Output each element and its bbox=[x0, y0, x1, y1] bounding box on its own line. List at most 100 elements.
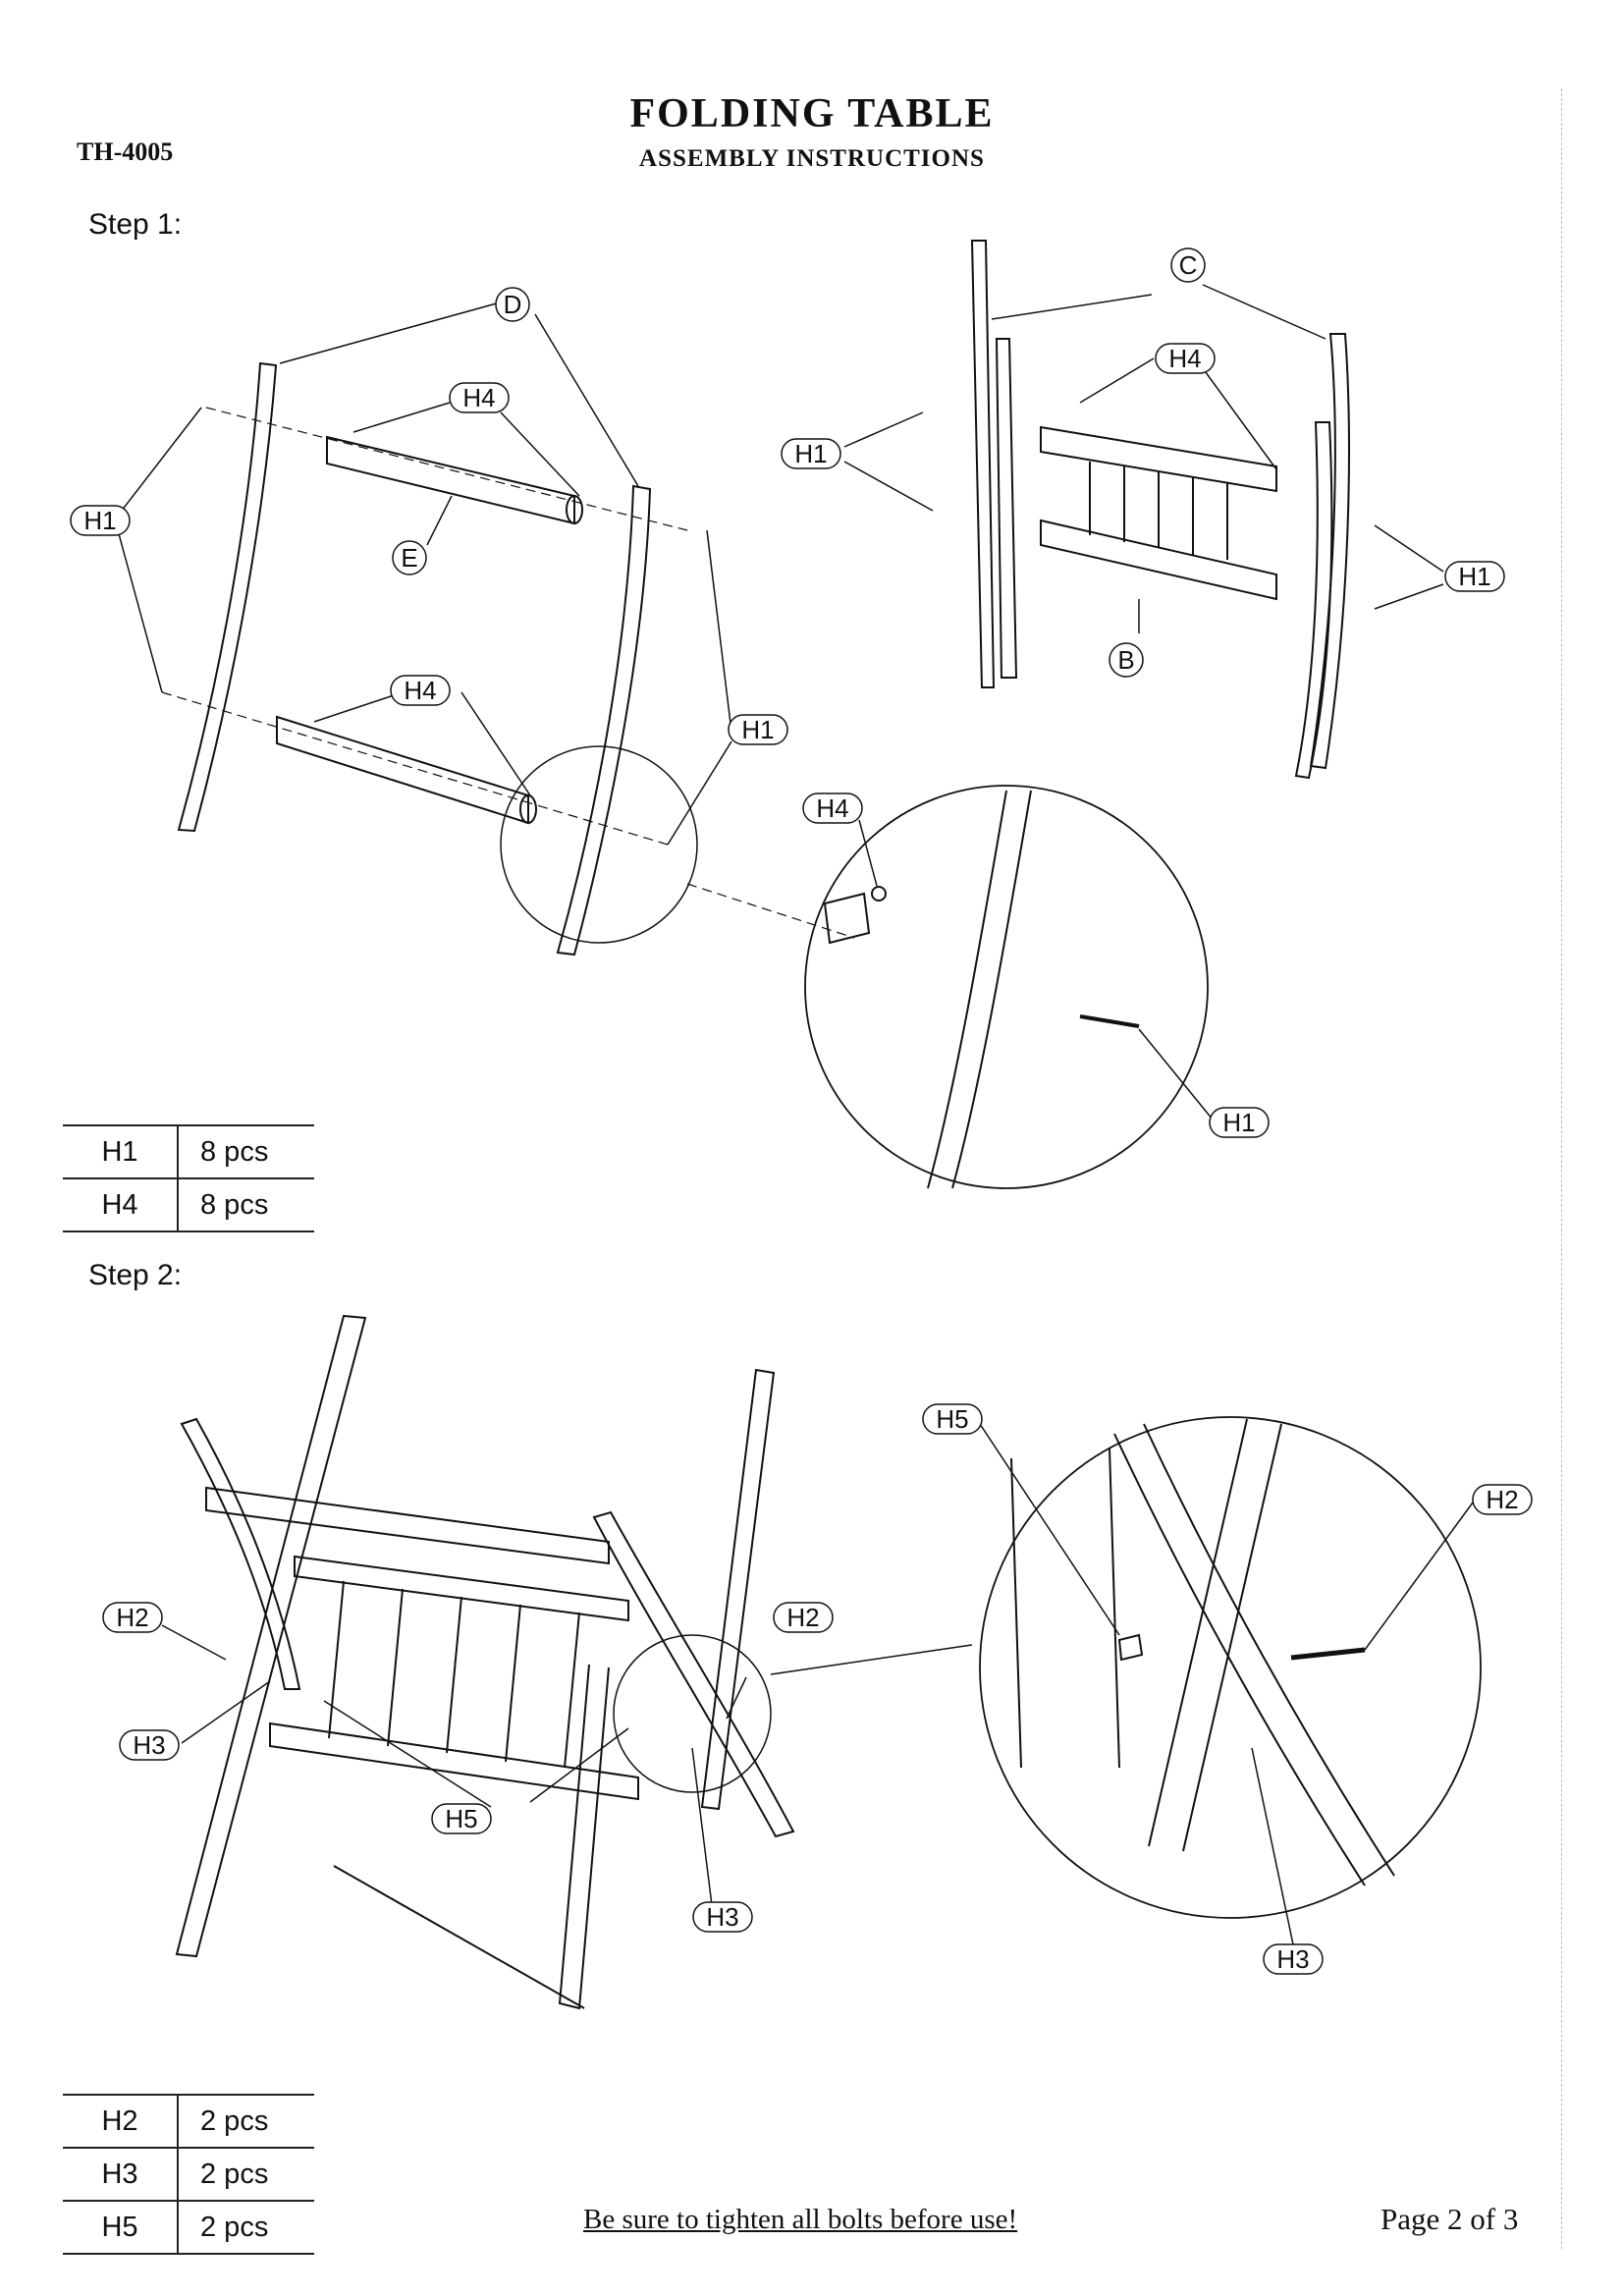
callout-h3: H3 bbox=[1263, 1943, 1324, 1975]
svg-text:H3: H3 bbox=[706, 1902, 738, 1932]
detail-h5 bbox=[1117, 1633, 1144, 1662]
leader-h4-right bbox=[1079, 357, 1277, 470]
callout-d: D bbox=[495, 287, 530, 322]
callout-b: B bbox=[1109, 642, 1144, 678]
rail-e bbox=[326, 435, 575, 525]
leader-h1-right bbox=[843, 411, 934, 512]
assembly-line bbox=[686, 883, 855, 939]
leg-c-4 bbox=[1294, 421, 1333, 780]
detail-inner-leg bbox=[1010, 1448, 1120, 1769]
callout-h1: H1 bbox=[70, 505, 131, 536]
leader-h2 bbox=[726, 1676, 747, 1720]
part-id: H1 bbox=[63, 1125, 179, 1178]
leg-d-right bbox=[556, 484, 652, 957]
leader-h3 bbox=[181, 1680, 271, 1744]
part-id: H2 bbox=[63, 2095, 179, 2148]
leg-back-right bbox=[700, 1368, 776, 1811]
svg-text:H3: H3 bbox=[133, 1730, 165, 1760]
svg-text:H4: H4 bbox=[404, 676, 436, 705]
rail-lower bbox=[276, 715, 529, 825]
callout-h4: H4 bbox=[802, 793, 863, 824]
rail-mid bbox=[294, 1555, 629, 1622]
svg-text:H1: H1 bbox=[1458, 562, 1490, 591]
part-id: H5 bbox=[63, 2201, 179, 2254]
leg-c-2 bbox=[995, 338, 1018, 679]
part-qty: 8 pcs bbox=[200, 1188, 269, 1221]
step2-diagram: H2 H3 H5 H2 H3 H5 H2 H3 bbox=[102, 1314, 1533, 2010]
detail-nut bbox=[871, 886, 887, 902]
detail-connector bbox=[770, 1644, 973, 1675]
rail-low bbox=[269, 1722, 639, 1801]
rail-e-end bbox=[566, 495, 583, 524]
callout-h5: H5 bbox=[431, 1803, 492, 1834]
leg-back-left bbox=[175, 1314, 367, 1958]
svg-text:C: C bbox=[1179, 250, 1198, 280]
callout-h1: H1 bbox=[1444, 561, 1505, 592]
svg-text:H1: H1 bbox=[794, 439, 827, 468]
svg-text:H2: H2 bbox=[786, 1603, 819, 1632]
svg-text:B: B bbox=[1117, 645, 1134, 675]
leader-e bbox=[426, 495, 453, 546]
callout-h4: H4 bbox=[449, 382, 510, 413]
assembly-line bbox=[161, 691, 669, 846]
slats bbox=[1089, 462, 1228, 560]
callout-h4: H4 bbox=[390, 675, 451, 706]
step2-parts-table: H2 2 pcs H3 2 pcs H5 2 pcs bbox=[63, 2094, 314, 2255]
rail-top-b bbox=[1040, 425, 1277, 493]
detail-rail-end bbox=[823, 892, 871, 945]
part-id: H3 bbox=[63, 2148, 179, 2201]
callout-h2: H2 bbox=[102, 1602, 163, 1633]
leader-h1 bbox=[667, 529, 732, 846]
leader-h5-detail bbox=[979, 1423, 1120, 1636]
detail-bolt bbox=[1079, 1014, 1140, 1028]
leader-h5 bbox=[323, 1700, 629, 1808]
detail-magnified-circle bbox=[979, 1416, 1482, 1919]
svg-text:H3: H3 bbox=[1276, 1944, 1309, 1974]
callout-e: E bbox=[392, 540, 427, 575]
svg-text:H2: H2 bbox=[116, 1603, 148, 1632]
page-title: FOLDING TABLE bbox=[629, 91, 995, 137]
leg-front-right bbox=[592, 1510, 795, 1838]
table-row: H5 2 pcs bbox=[63, 2201, 314, 2254]
step1-label: Step 1: bbox=[88, 208, 183, 241]
slats bbox=[328, 1580, 580, 1769]
leg-c-3 bbox=[1309, 333, 1350, 770]
leader-h2-detail bbox=[1364, 1502, 1474, 1651]
step2-label: Step 2: bbox=[88, 1259, 183, 1291]
callout-c: C bbox=[1170, 247, 1206, 283]
part-id: H4 bbox=[63, 1178, 179, 1231]
svg-text:H4: H4 bbox=[1168, 344, 1201, 373]
detail-magnified-circle bbox=[804, 785, 1209, 1189]
callout-h4: H4 bbox=[1155, 343, 1216, 374]
detail-leg bbox=[927, 790, 1032, 1189]
part-qty: 2 pcs bbox=[200, 2105, 269, 2137]
svg-text:E: E bbox=[401, 543, 417, 573]
callout-h3: H3 bbox=[119, 1729, 180, 1761]
leader-h1 bbox=[117, 407, 202, 693]
callout-h2: H2 bbox=[773, 1602, 834, 1633]
detail-straight-leg bbox=[1148, 1418, 1282, 1852]
svg-text:H1: H1 bbox=[741, 715, 774, 744]
table-row: H1 8 pcs bbox=[63, 1125, 314, 1178]
page-number: Page 2 of 3 bbox=[1380, 2202, 1519, 2236]
detail-bolt bbox=[1290, 1647, 1366, 1661]
svg-text:H5: H5 bbox=[936, 1404, 968, 1434]
svg-text:H2: H2 bbox=[1486, 1485, 1518, 1514]
callout-h1: H1 bbox=[1209, 1107, 1270, 1138]
svg-text:H4: H4 bbox=[462, 383, 495, 412]
callout-h2: H2 bbox=[1472, 1484, 1533, 1515]
svg-text:D: D bbox=[504, 290, 522, 319]
table-row: H3 2 pcs bbox=[63, 2148, 314, 2201]
leader-h1-right-2 bbox=[1374, 524, 1444, 610]
rail-lower-end bbox=[519, 794, 537, 824]
callout-h1: H1 bbox=[728, 714, 788, 745]
page-subtitle: ASSEMBLY INSTRUCTIONS bbox=[639, 145, 985, 172]
leader-h4-detail bbox=[858, 819, 878, 887]
leg-lower bbox=[333, 1664, 610, 2010]
detail-curved-leg bbox=[1113, 1423, 1395, 1886]
page-edge-line bbox=[1561, 88, 1562, 2249]
part-qty: 8 pcs bbox=[200, 1135, 269, 1168]
leg-c-1 bbox=[970, 240, 996, 688]
step1-diagram: D H4 E H1 H4 H1 H4 H1 C H4 H1 H1 B bbox=[70, 240, 1505, 1189]
table-row: H4 8 pcs bbox=[63, 1178, 314, 1231]
